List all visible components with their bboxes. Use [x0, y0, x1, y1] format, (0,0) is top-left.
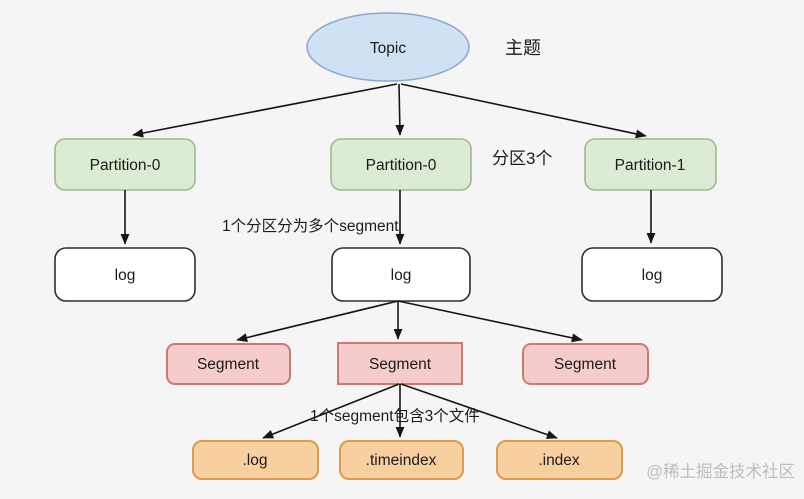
segment-middle-label: Segment: [369, 356, 432, 373]
file-index-label: .index: [538, 452, 580, 469]
edges: [120, 83, 656, 439]
partition-middle-label: Partition-0: [366, 157, 437, 174]
edge-segment-middle-file-index: [400, 383, 558, 439]
segment-left-label: Segment: [197, 356, 260, 373]
file-timeindex-label: .timeindex: [366, 452, 437, 469]
topic-label: Topic: [370, 40, 406, 57]
node-segment-middle: Segment: [337, 342, 463, 385]
partition-middle-box: [330, 138, 472, 191]
node-topic: Topic: [306, 12, 470, 82]
file-log-label: .log: [243, 452, 268, 469]
node-log-right: log: [581, 247, 723, 302]
log-right-label: log: [642, 267, 663, 284]
log-middle-label: log: [391, 267, 412, 284]
annotation-files: 1个segment包含3个文件: [310, 407, 480, 425]
edge-topic-partition-left: [132, 83, 398, 138]
node-partition-right: Partition-1: [584, 138, 717, 191]
segment-right-label: Segment: [554, 356, 617, 373]
log-left-box: [54, 247, 196, 302]
partition-right-label: Partition-1: [615, 157, 686, 174]
node-file-index: .index: [496, 440, 623, 480]
annotations: 主题 分区3个 1个分区分为多个segment 1个segment包含3个文件: [222, 38, 552, 425]
node-file-log: .log: [192, 440, 319, 480]
node-log-middle: log: [331, 247, 471, 302]
node-file-timeindex: .timeindex: [339, 440, 464, 480]
segment-left-box: [166, 343, 291, 385]
annotation-partitions: 分区3个: [492, 149, 552, 168]
edge-segment-middle-file-log: [262, 383, 400, 439]
file-log-box: [192, 440, 319, 480]
edge-topic-partition-right: [400, 83, 647, 139]
topic-ellipse: [306, 12, 470, 82]
node-partition-left: Partition-0: [54, 138, 196, 191]
log-right-box: [581, 247, 723, 302]
edge-log-middle-segment-right: [397, 300, 583, 343]
segment-right-box: [522, 343, 649, 385]
edge-log-middle-segment-left: [236, 300, 399, 342]
watermark: @稀土掘金技术社区: [646, 462, 795, 481]
annotation-segments: 1个分区分为多个segment: [222, 217, 399, 235]
node-segment-left: Segment: [166, 343, 291, 385]
partition-left-label: Partition-0: [90, 157, 161, 174]
node-segment-right: Segment: [522, 343, 649, 385]
node-partition-middle: Partition-0: [330, 138, 472, 191]
log-left-label: log: [115, 267, 136, 284]
file-timeindex-box: [339, 440, 464, 480]
node-log-left: log: [54, 247, 196, 302]
segment-middle-box: [337, 342, 463, 385]
annotation-topic: 主题: [505, 38, 541, 58]
edge-topic-partition-middle: [395, 83, 405, 136]
file-index-box: [496, 440, 623, 480]
